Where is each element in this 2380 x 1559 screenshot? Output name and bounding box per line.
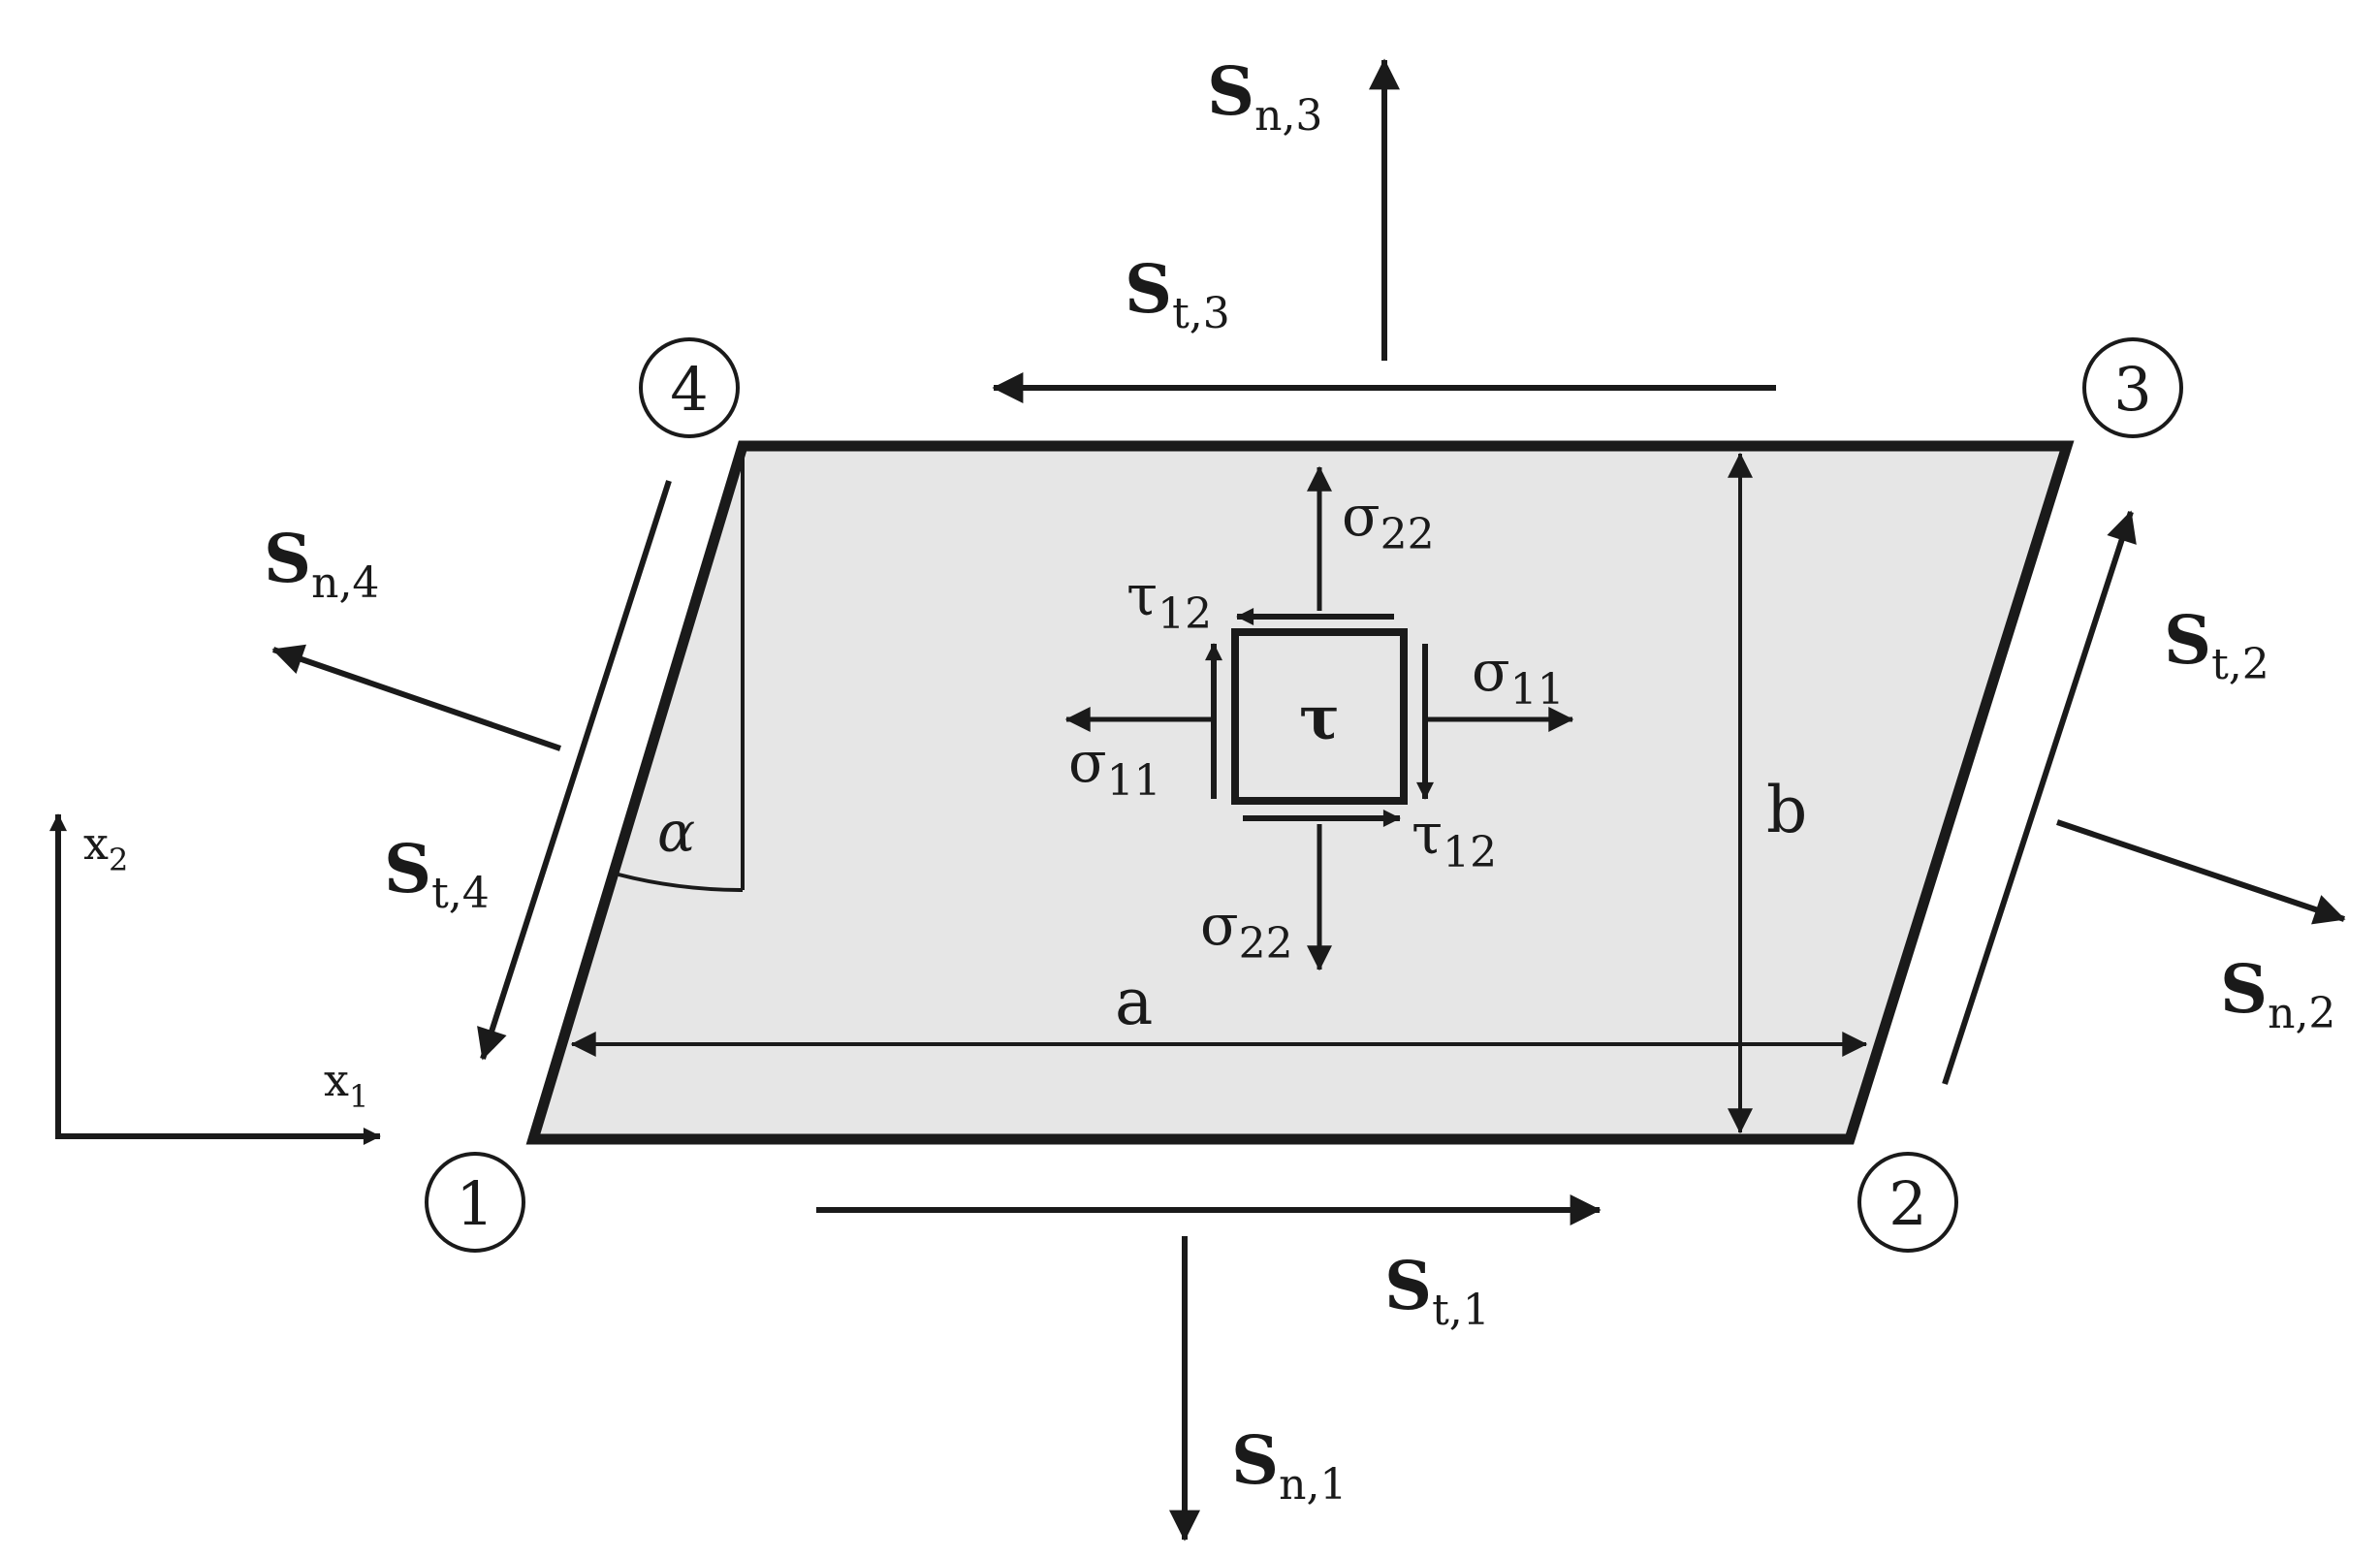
svg-text:1: 1 [456,1168,493,1239]
node-3: 3 [2082,337,2183,438]
force-st2-label: St,2 [2164,602,2269,689]
dimension-b-label: b [1766,773,1807,847]
force-st4-arrow [477,480,672,1061]
tau12-top-label: τ12 [1127,562,1212,639]
sigma22-bottom-label: σ22 [1200,892,1293,969]
svg-text:4: 4 [670,354,708,425]
sigma11-right-label: σ11 [1472,638,1565,715]
force-st4-label: St,4 [384,831,490,918]
axis-x1-label: x1 [324,1054,368,1115]
svg-text:3: 3 [2113,354,2151,425]
force-sn2-label: Sn,2 [2220,951,2335,1038]
svg-text:2: 2 [1888,1168,1926,1239]
force-st3-label: St,3 [1125,251,1230,338]
force-st2-arrow [1942,510,2137,1085]
force-sn2-arrow [2056,819,2346,925]
tau12-bottom-label: τ12 [1412,801,1497,877]
dimension-a-label: a [1115,965,1153,1039]
axis-x2-label: x2 [83,817,128,878]
alpha-arc [618,873,744,892]
force-sn1-label: Sn,1 [1231,1422,1347,1510]
stress-element-square [1231,628,1408,805]
sigma22-top-label: σ22 [1342,483,1435,559]
sigma11-left-label: σ11 [1068,729,1161,806]
node-2: 2 [1857,1152,1958,1253]
alpha-label: α [657,799,695,865]
force-sn4-arrow [271,644,561,751]
node-1: 1 [425,1152,525,1253]
force-sn4-label: Sn,4 [264,521,379,608]
stress-element-tau-label: τ [1299,683,1340,753]
force-st1-label: St,1 [1384,1248,1490,1335]
node-4: 4 [639,337,740,438]
force-sn3-label: Sn,3 [1207,53,1322,141]
